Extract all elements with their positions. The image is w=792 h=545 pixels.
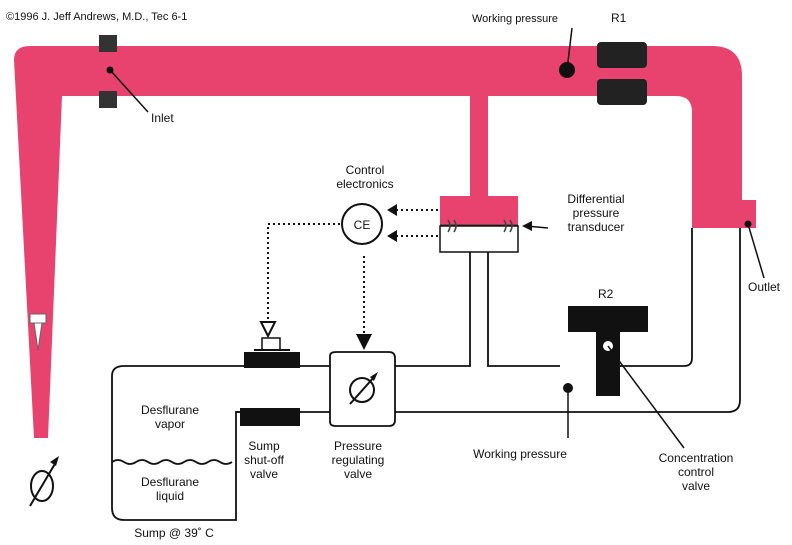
copyright-text: ©1996 J. Jeff Andrews, M.D., Tec 6-1 (6, 11, 187, 23)
liquid-label-1: Desflurane (141, 475, 199, 489)
upper-valve-cap (261, 337, 281, 351)
liquid-label-2: liquid (156, 489, 184, 503)
ccv-label-1: Concentration (659, 451, 734, 465)
r1-label: R1 (611, 11, 627, 25)
inlet-leader (109, 69, 149, 113)
control-electronics (341, 203, 383, 245)
dpt-label-2: pressure (573, 206, 620, 220)
sump-valve-label-1: Sump (248, 439, 280, 453)
signal-arrow-3 (259, 321, 277, 339)
sump-label: Sump @ 39˚ C (134, 526, 214, 540)
working-pressure-leader-top (566, 27, 573, 71)
vapor-label-1: Desflurane (141, 403, 199, 417)
prv-label-2: regulating (332, 453, 385, 467)
working-pressure-bottom-label: Working pressure (473, 447, 567, 461)
signal-arrow-1 (387, 204, 397, 216)
ccv-label-2: control (678, 465, 714, 479)
r2-label: R2 (598, 287, 614, 301)
sump-valve-label-3: valve (250, 467, 278, 481)
signal-arrow-4 (356, 334, 372, 350)
gas-pathway (14, 46, 756, 438)
ce-label: CE (354, 218, 371, 232)
prv-label-1: Pressure (334, 439, 382, 453)
ccv-label-3: valve (682, 479, 710, 493)
fresh-gas-circuit (14, 46, 756, 438)
variable-dial-icon (29, 456, 59, 507)
outlet-leader (747, 223, 765, 279)
control-electronics-label-1: Control (346, 163, 385, 177)
sump-valve-label-2: shut-off (244, 453, 284, 467)
vapor-circuit (111, 228, 741, 521)
dpt-label-3: transducer (568, 220, 625, 234)
dial-stem-tip (33, 322, 43, 351)
liquid-surface (111, 459, 233, 465)
sump-shutoff-valve-block (240, 408, 300, 426)
inlet-fitting-top (99, 35, 117, 52)
inlet-label: Inlet (151, 111, 174, 125)
inlet-fitting-bottom (99, 91, 117, 108)
dial-stem (29, 313, 47, 324)
signal-lines (267, 209, 438, 334)
working-pressure-top-label: Working pressure (472, 13, 558, 25)
r1-restrictor-bottom (597, 79, 647, 105)
differential-pressure-transducer (439, 219, 519, 253)
dpt-arrowhead (522, 221, 532, 231)
variable-valve-icon (349, 372, 378, 405)
vapor-label-2: vapor (155, 417, 185, 431)
outlet-label: Outlet (748, 280, 781, 294)
r1-restrictor-top (597, 42, 647, 68)
r2-valve-top (568, 306, 648, 332)
signal-arrow-2 (387, 230, 397, 242)
prv-label-3: valve (344, 467, 372, 481)
ccv-leader (607, 345, 685, 449)
dpt-label-1: Differential (567, 192, 624, 206)
control-electronics-label-2: electronics (336, 177, 393, 191)
upper-valve-block (244, 352, 300, 368)
